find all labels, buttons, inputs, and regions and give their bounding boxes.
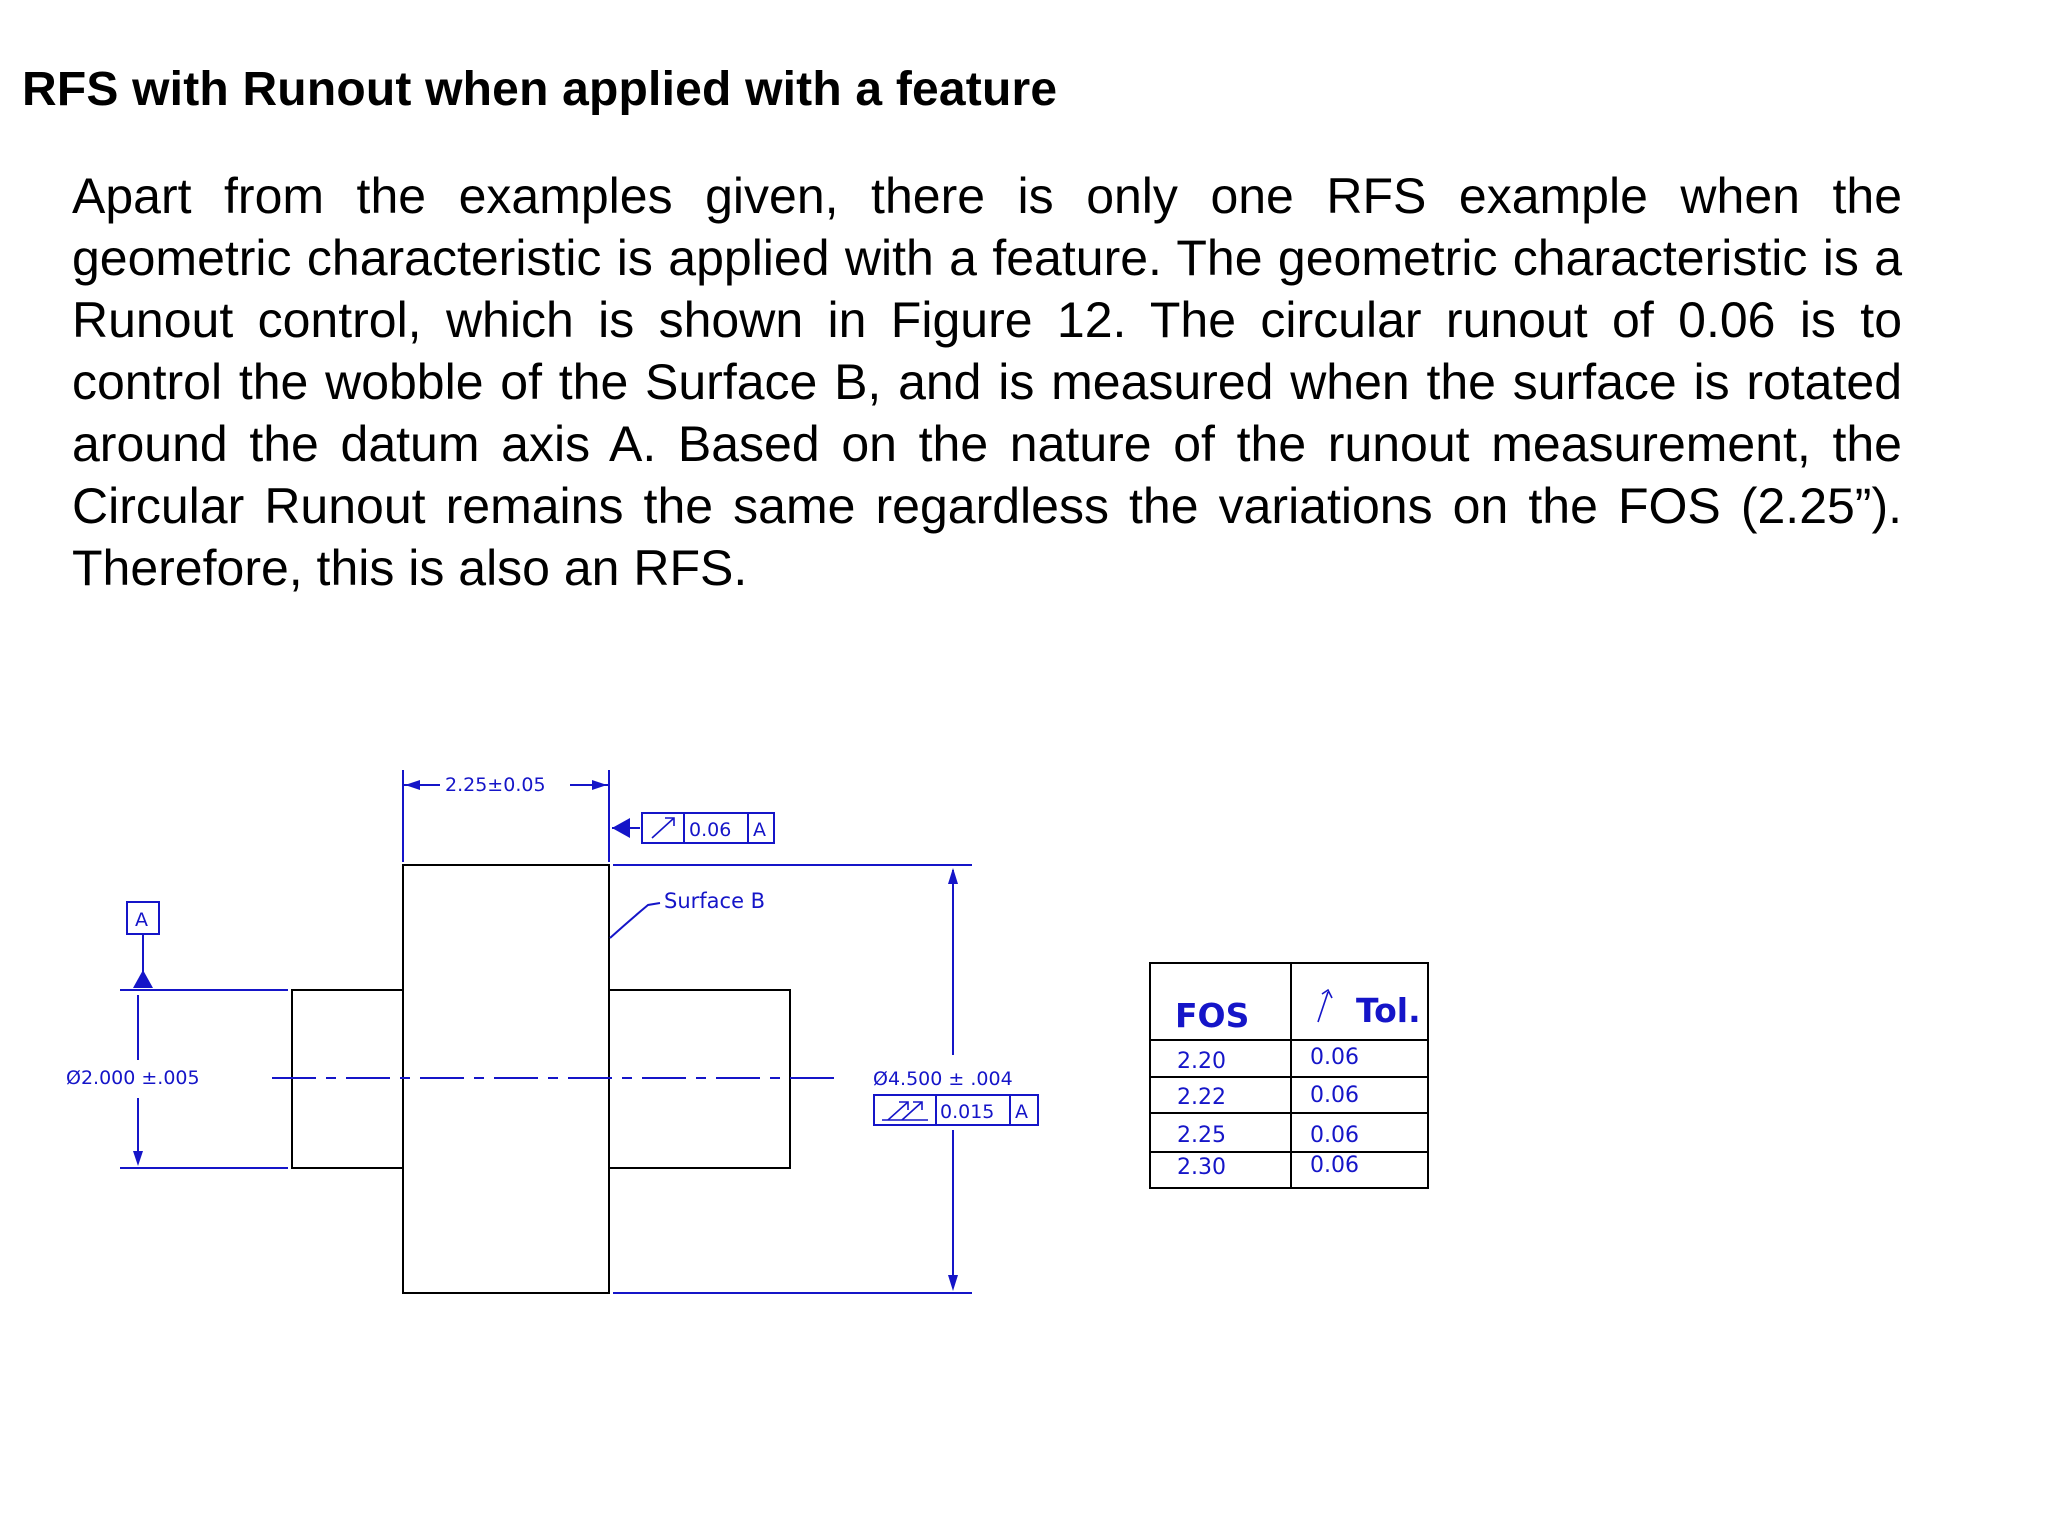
arrowheads: [133, 780, 958, 1291]
table-runout-icon: [1317, 988, 1333, 1023]
total-runout-tolerance-text: 0.015: [940, 1101, 994, 1123]
table-cell-tol: 0.06: [1310, 1153, 1359, 1178]
datum-a-label: A: [135, 909, 148, 931]
body-paragraph: Apart from the examples given, there is …: [72, 168, 1902, 596]
arrow-large-dia-bottom: [948, 1275, 958, 1291]
engineering-drawing: 2.25±0.05 0.06 A Surface B A Ø2.000 ±.00…: [66, 770, 1429, 1294]
surface-b-leader: [609, 902, 661, 939]
datum-a-triangle: [133, 970, 153, 988]
arrow-large-dia-top: [948, 868, 958, 884]
small-diameter-text: Ø2.000 ±.005: [66, 1067, 200, 1089]
table-cell-fos: 2.20: [1177, 1049, 1226, 1074]
table-cell-tol: 0.06: [1310, 1123, 1359, 1148]
table-grid: [1149, 962, 1429, 1189]
figure-12-drawing: 2.25±0.05 0.06 A Surface B A Ø2.000 ±.00…: [60, 740, 1460, 1360]
table-cell-tol: 0.06: [1310, 1045, 1359, 1070]
table-header-fos: FOS: [1175, 996, 1249, 1035]
table-text: FOS Tol. 2.20 0.06 2.22 0.06 2.25 0.06 2…: [1175, 991, 1421, 1180]
runout-frame-box: [641, 812, 775, 844]
surface-b-label: Surface B: [664, 889, 765, 913]
runout-datum-text: A: [753, 819, 766, 841]
total-runout-datum-text: A: [1015, 1101, 1028, 1123]
length-dimension-text: 2.25±0.05: [445, 774, 546, 796]
table-cell-fos: 2.30: [1177, 1155, 1226, 1180]
runout-tolerance-text: 0.06: [689, 819, 731, 841]
arrow-runout-to-surface: [612, 818, 630, 838]
fos-tolerance-table: FOS Tol. 2.20 0.06 2.22 0.06 2.25 0.06 2…: [1149, 962, 1429, 1189]
arrow-small-dia-bottom: [133, 1151, 143, 1166]
circular-runout-icon: [651, 817, 675, 839]
table-cell-fos: 2.25: [1177, 1123, 1226, 1148]
page-title: RFS with Runout when applied with a feat…: [22, 63, 1058, 116]
total-runout-icon: [882, 1101, 928, 1121]
dimension-lines: [120, 770, 1039, 1294]
arrow-length-left: [405, 780, 420, 790]
arrow-length-right: [592, 780, 607, 790]
table-cell-fos: 2.22: [1177, 1085, 1226, 1110]
table-header-tol: Tol.: [1356, 991, 1421, 1030]
large-diameter-text: Ø4.500 ± .004: [873, 1068, 1013, 1090]
table-cell-tol: 0.06: [1310, 1083, 1359, 1108]
drawing-labels: 2.25±0.05 0.06 A Surface B A Ø2.000 ±.00…: [66, 774, 1028, 1123]
gdt-symbols: [651, 817, 1333, 1121]
total-runout-frame-box: [873, 1094, 1039, 1126]
